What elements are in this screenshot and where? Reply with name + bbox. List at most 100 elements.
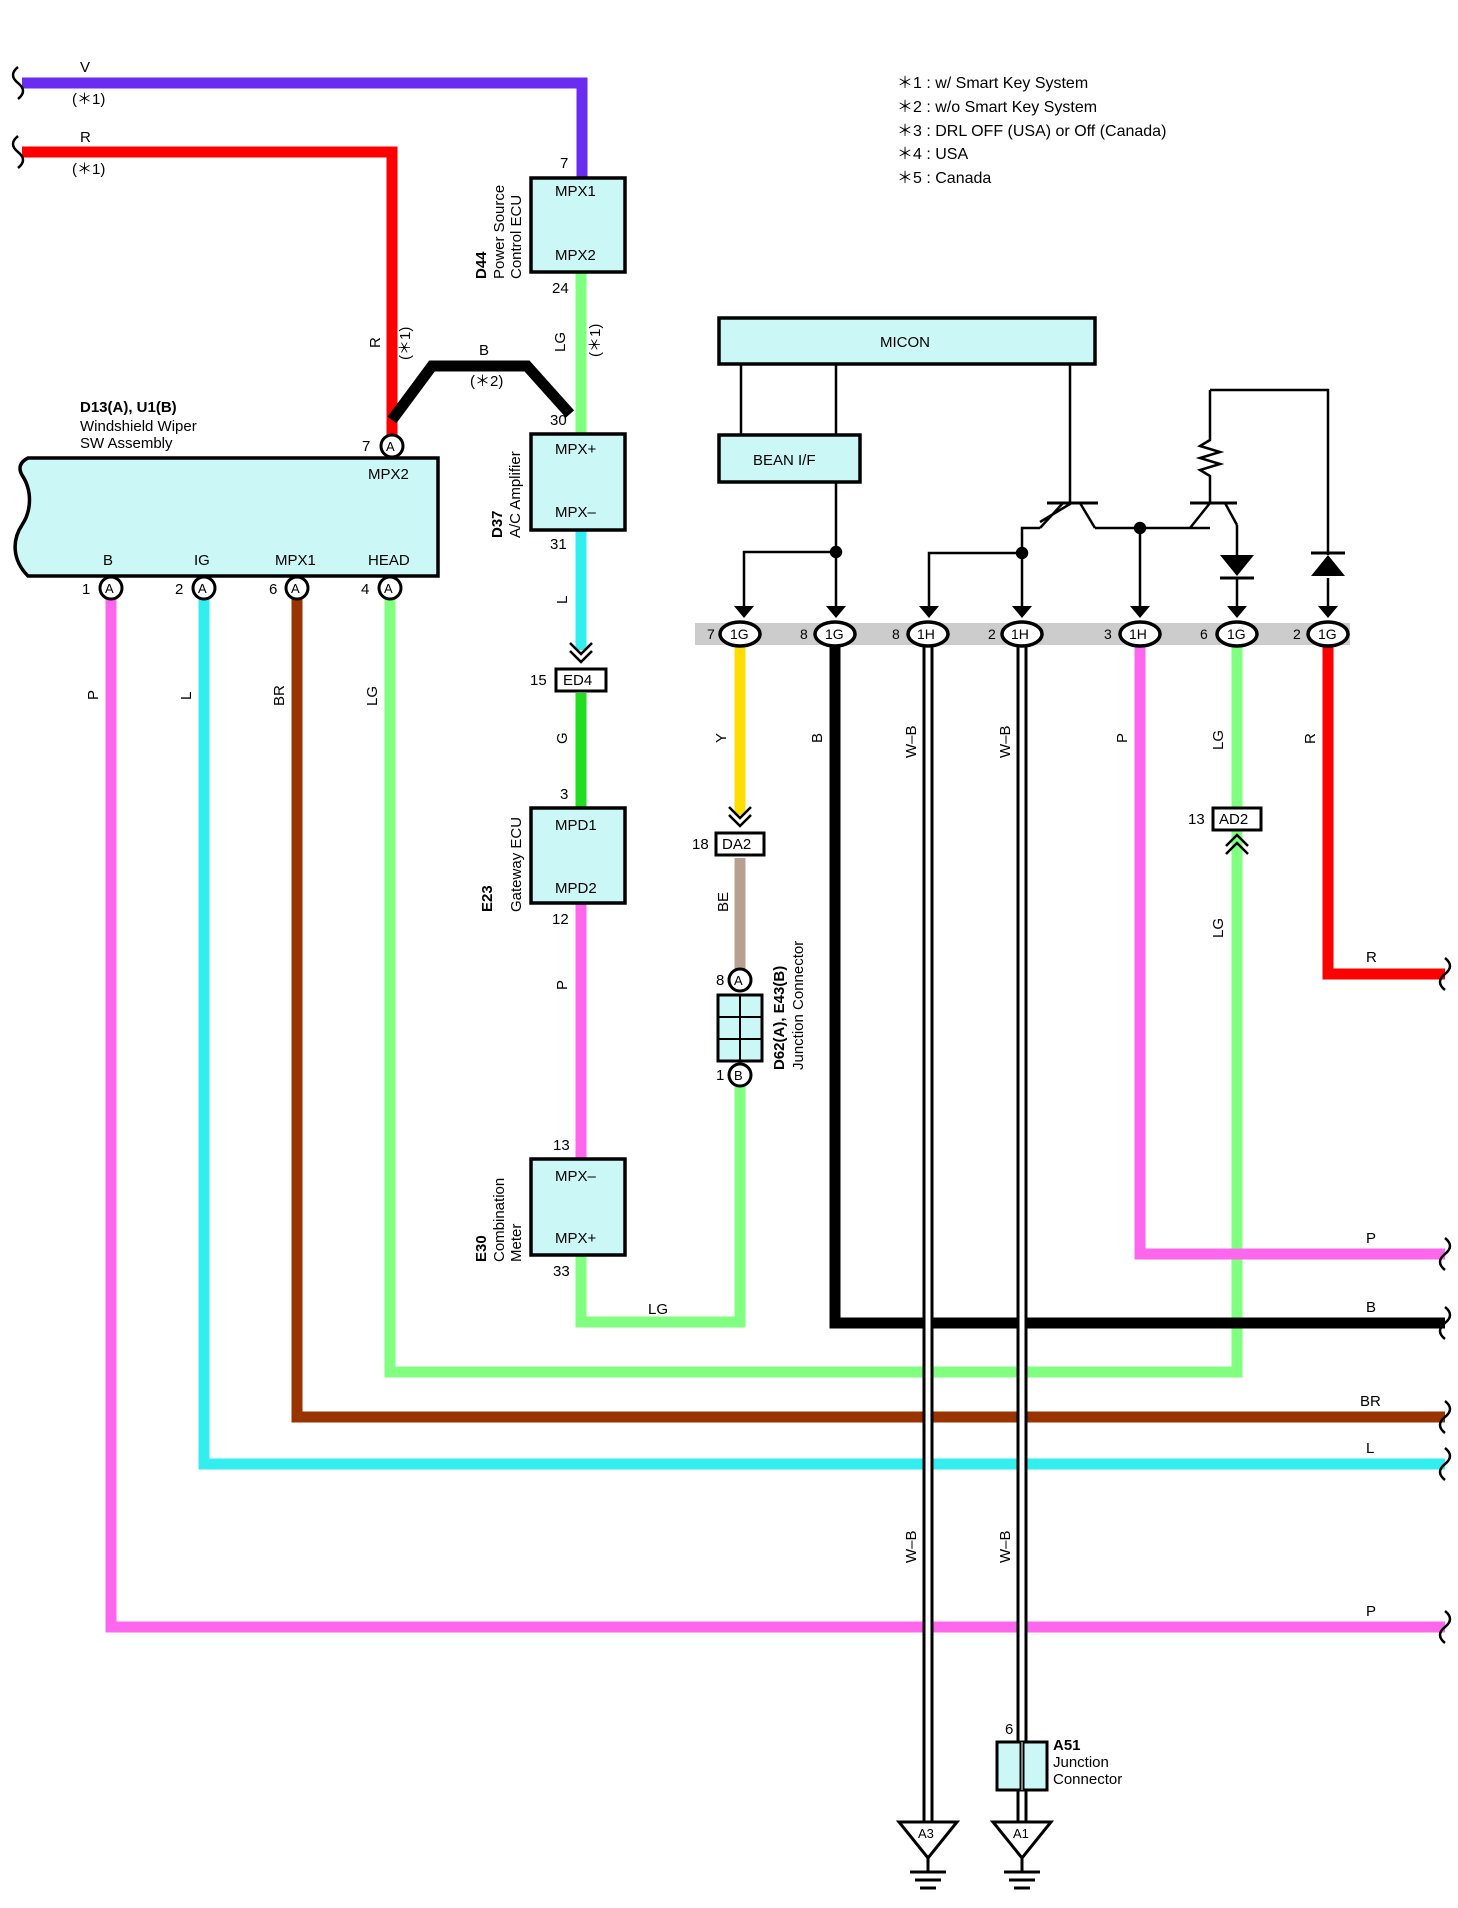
bus-connectors: 7 1G 8 1G 8 1H 2 1H 3 1H 6 1G xyxy=(707,620,1350,648)
svg-text:P: P xyxy=(554,980,571,990)
svg-text:B: B xyxy=(479,342,489,359)
svg-text:Gateway ECU: Gateway ECU xyxy=(508,817,525,912)
svg-text:Junction: Junction xyxy=(1053,1754,1109,1771)
svg-text:L: L xyxy=(554,596,571,604)
ground-a1: A1 xyxy=(989,1820,1055,1890)
svg-text:Meter: Meter xyxy=(508,1224,525,1262)
wire-b-jumper xyxy=(387,360,575,424)
svg-text:MPX1: MPX1 xyxy=(275,552,316,569)
svg-text:LG: LG xyxy=(1210,730,1227,750)
svg-text:ED4: ED4 xyxy=(563,672,592,689)
svg-text:DA2: DA2 xyxy=(722,836,751,853)
svg-text:LG: LG xyxy=(364,686,381,706)
svg-text:B: B xyxy=(734,1068,743,1083)
svg-text:MPX2: MPX2 xyxy=(368,466,409,483)
svg-text:MPX+: MPX+ xyxy=(555,441,597,458)
wire-r-bus xyxy=(1322,645,1445,980)
svg-text:P: P xyxy=(1366,1230,1376,1247)
svg-text:12: 12 xyxy=(552,911,569,928)
wire-b-bus xyxy=(829,645,1445,1329)
svg-text:1H: 1H xyxy=(1011,626,1029,642)
bean-if-block: BEAN I/F xyxy=(717,433,862,484)
wire-p-bus xyxy=(1134,645,1445,1260)
svg-text:A: A xyxy=(384,581,393,596)
svg-text:P: P xyxy=(1114,733,1131,743)
svg-text:A51: A51 xyxy=(1053,1737,1081,1754)
connector-da2: DA2 18 xyxy=(692,806,766,857)
svg-text:Windshield Wiper: Windshield Wiper xyxy=(80,418,197,435)
svg-text:A1: A1 xyxy=(1013,1826,1029,1841)
svg-text:1: 1 xyxy=(716,1067,724,1084)
svg-text:2: 2 xyxy=(988,626,996,642)
svg-text:MPX–: MPX– xyxy=(555,1168,597,1185)
svg-text:B: B xyxy=(1366,1299,1376,1316)
svg-text:7: 7 xyxy=(560,155,568,172)
svg-text:R: R xyxy=(80,129,91,146)
svg-text:A: A xyxy=(198,581,207,596)
svg-text:30: 30 xyxy=(550,412,567,429)
svg-text:6: 6 xyxy=(269,581,277,598)
svg-text:1G: 1G xyxy=(730,626,749,642)
component-d62: A 8 B 1 D62(A), E43(B) Junction Connecto… xyxy=(716,941,807,1088)
svg-text:2: 2 xyxy=(175,581,183,598)
svg-text:D62(A), E43(B): D62(A), E43(B) xyxy=(771,966,788,1070)
bus-pin-1h-8: 8 1H xyxy=(892,620,950,648)
svg-text:15: 15 xyxy=(530,672,547,689)
svg-text:3: 3 xyxy=(560,786,568,803)
svg-text:MPX+: MPX+ xyxy=(555,1230,597,1247)
svg-text:(＊1): (＊1) xyxy=(587,324,604,357)
note-1: ＊1 : w/ Smart Key System xyxy=(897,75,1088,92)
svg-text:8: 8 xyxy=(800,626,808,642)
svg-text:L: L xyxy=(1366,1440,1374,1457)
svg-text:R: R xyxy=(367,337,384,348)
wire-r-top xyxy=(22,146,398,440)
svg-text:8: 8 xyxy=(716,972,724,989)
svg-text:SW Assembly: SW Assembly xyxy=(80,435,173,452)
svg-text:IG: IG xyxy=(194,552,210,569)
svg-text:Y: Y xyxy=(713,733,730,743)
svg-text:Junction Connector: Junction Connector xyxy=(790,941,807,1070)
svg-text:MPX2: MPX2 xyxy=(555,247,596,264)
component-e30: MPX– MPX+ 13 33 E30 Combination Meter xyxy=(473,1137,627,1280)
diode-icons xyxy=(1220,551,1345,580)
svg-text:L: L xyxy=(178,692,195,700)
svg-text:BE: BE xyxy=(715,892,732,912)
svg-text:A: A xyxy=(386,439,395,454)
wire-lg-left xyxy=(384,596,1243,1378)
svg-text:E30: E30 xyxy=(473,1235,490,1262)
svg-text:Control ECU: Control ECU xyxy=(508,195,525,279)
svg-text:BR: BR xyxy=(271,685,288,706)
svg-text:E23: E23 xyxy=(479,885,496,912)
svg-text:24: 24 xyxy=(552,280,569,297)
internal-circuit xyxy=(739,364,1330,607)
note-3: ＊3 : DRL OFF (USA) or Off (Canada) xyxy=(897,123,1166,140)
svg-text:V: V xyxy=(80,59,90,76)
svg-text:A/C Amplifier: A/C Amplifier xyxy=(507,451,524,538)
ground-a3: A3 xyxy=(895,1820,961,1890)
connector-ad2: AD2 13 xyxy=(1188,806,1263,855)
component-a51: 6 A51 Junction Connector xyxy=(995,1721,1122,1792)
wire-break-marks xyxy=(11,66,1452,1644)
svg-text:1H: 1H xyxy=(1129,626,1147,642)
svg-text:1G: 1G xyxy=(1318,626,1337,642)
svg-text:R: R xyxy=(1302,733,1319,744)
svg-text:Combination: Combination xyxy=(491,1178,508,1262)
svg-text:W–B: W–B xyxy=(903,1530,920,1563)
wire-br-left xyxy=(291,596,1445,1423)
note-2: ＊2 : w/o Smart Key System xyxy=(897,99,1097,116)
svg-text:(＊2): (＊2) xyxy=(470,373,503,390)
notes-legend: ＊1 : w/ Smart Key System ＊2 : w/o Smart … xyxy=(897,75,1166,187)
svg-text:MPD1: MPD1 xyxy=(555,817,597,834)
svg-text:18: 18 xyxy=(692,836,709,853)
svg-text:(＊1): (＊1) xyxy=(72,161,105,178)
note-4: ＊4 : USA xyxy=(897,146,968,163)
d13-connector-markers: A A A A A xyxy=(98,433,405,601)
wire-l-left xyxy=(198,596,1445,1470)
wire-labels: V (＊1) R (＊1) R (＊1) B (＊2) LG (＊1) L G … xyxy=(72,59,1381,1620)
svg-text:(＊1): (＊1) xyxy=(72,91,105,108)
svg-text:MICON: MICON xyxy=(880,334,930,351)
svg-text:W–B: W–B xyxy=(997,725,1014,758)
component-d37: MPX+ MPX– 30 31 D37 A/C Amplifier xyxy=(489,412,627,553)
svg-text:4: 4 xyxy=(361,581,369,598)
svg-text:7: 7 xyxy=(707,626,715,642)
